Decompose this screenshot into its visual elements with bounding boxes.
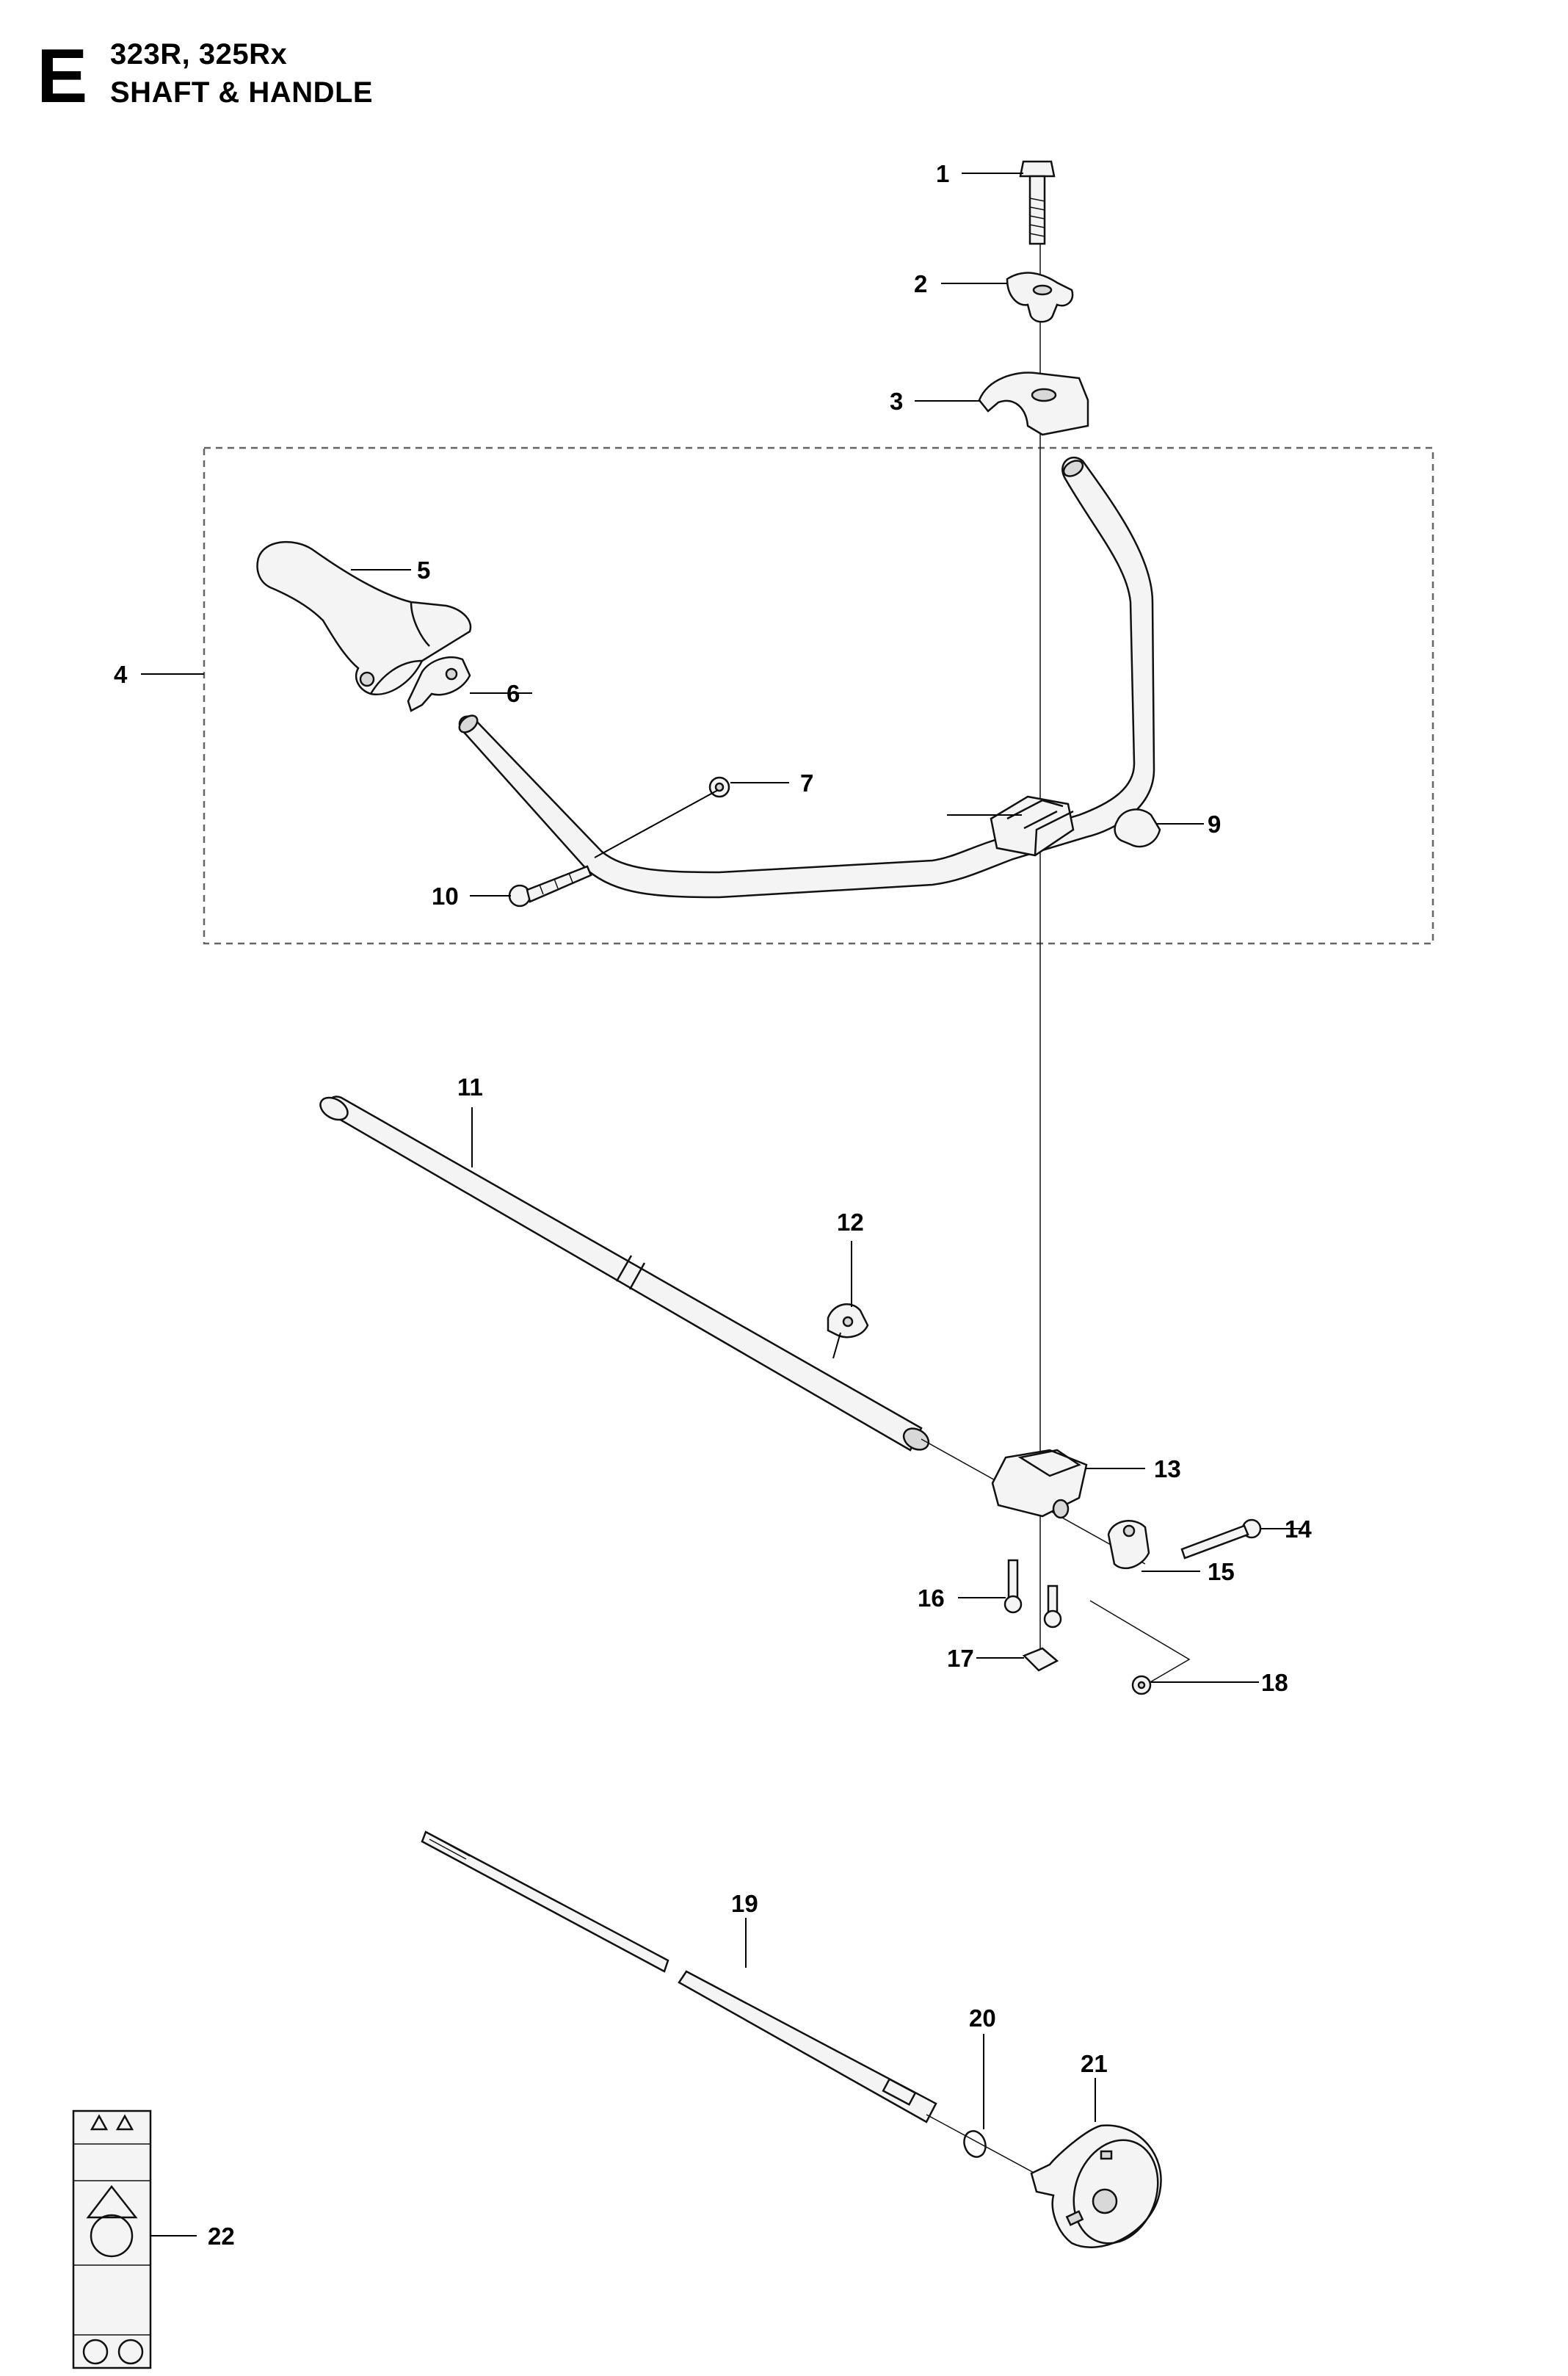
callout-1: 1 <box>936 160 949 187</box>
clutch-drum <box>1030 2124 1162 2248</box>
drive-shaft <box>421 1830 1036 2174</box>
leader-lines <box>141 173 1303 2236</box>
section-title: SHAFT & HANDLE <box>110 76 374 109</box>
callout-14: 14 <box>1285 1515 1312 1543</box>
callout-3: 3 <box>890 388 903 415</box>
callout-16: 16 <box>918 1584 945 1612</box>
callout-19: 19 <box>731 1890 758 1917</box>
page-header: E 323R, 325Rx SHAFT & HANDLE <box>0 0 587 125</box>
handle-grip <box>256 540 472 696</box>
callout-21: 21 <box>1081 2050 1108 2077</box>
callout-9: 9 <box>1208 811 1221 838</box>
bottom-screws <box>1003 1559 1062 1629</box>
callout-11: 11 <box>457 1073 483 1101</box>
handle-clip <box>407 656 471 712</box>
callout-labels: 1 2 3 4 5 6 7 9 10 11 12 13 14 15 16 17 … <box>114 160 1312 2250</box>
bracket <box>1089 1520 1191 1686</box>
callout-22: 22 <box>208 2223 235 2250</box>
callout-18: 18 <box>1261 1669 1288 1696</box>
section-letter: E <box>37 34 88 119</box>
callout-15: 15 <box>1208 1558 1235 1585</box>
shaft-clamp <box>991 1449 1088 1519</box>
callout-5: 5 <box>417 557 430 584</box>
callout-12: 12 <box>837 1209 864 1236</box>
callout-6: 6 <box>507 680 520 707</box>
knob <box>1114 808 1161 848</box>
screw <box>508 865 592 908</box>
model-numbers: 323R, 325Rx <box>110 38 288 70</box>
shaft-tube <box>319 1095 930 1452</box>
wing-knob <box>1006 272 1074 323</box>
callout-20: 20 <box>969 2004 996 2032</box>
callout-10: 10 <box>432 883 459 910</box>
hex-nut <box>1131 1675 1152 1695</box>
clamp-screw <box>1180 1518 1262 1560</box>
handlebar-tube <box>458 456 1155 899</box>
shaft-clip <box>827 1303 869 1339</box>
handle-assembly-frame <box>203 446 1434 945</box>
callout-4: 4 <box>114 661 128 688</box>
handlebar-clamp-block <box>990 795 1075 857</box>
callout-2: 2 <box>914 270 927 297</box>
callout-13: 13 <box>1154 1455 1181 1482</box>
bolt <box>1019 160 1056 245</box>
square-nut <box>1022 1647 1059 1672</box>
clamp-cap <box>978 372 1089 436</box>
nut <box>708 776 730 798</box>
callout-7: 7 <box>800 769 813 797</box>
retaining-ring <box>963 2130 987 2158</box>
warning-decal <box>72 2109 152 2369</box>
callout-17: 17 <box>947 1645 974 1672</box>
